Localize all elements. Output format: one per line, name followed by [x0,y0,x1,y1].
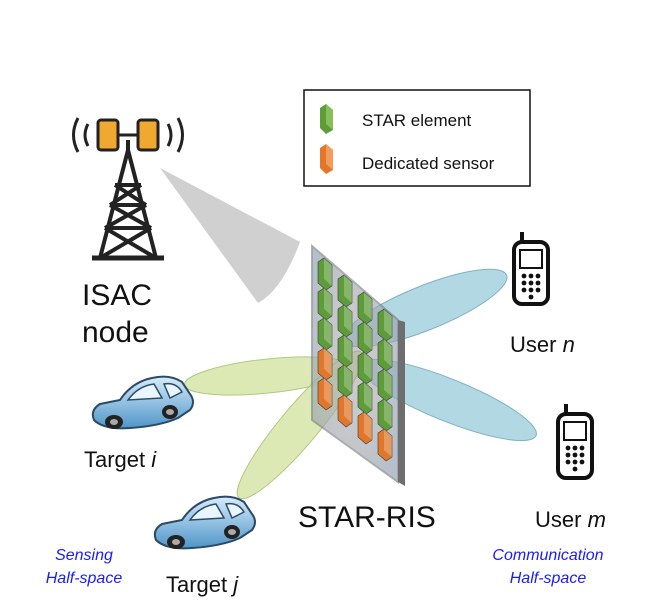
star-element [377,338,393,372]
star-element [377,308,393,342]
sensing-half-space-line2: Half-space [46,570,123,587]
legend-sensor-label: Dedicated sensor [362,154,495,173]
star-element [337,274,353,308]
star-ris-label: STAR-RIS [298,501,436,534]
star-element [377,368,393,402]
star-element [357,291,373,325]
star-element [317,257,333,291]
legend: STAR element Dedicated sensor [303,89,531,187]
legend-star-element-swatch [320,104,333,134]
phone-icon [556,404,594,480]
comm-half-space-line1: Communication [492,547,603,564]
legend-star-element-label: STAR element [362,111,472,130]
star-element [337,334,353,368]
sensing-half-space-line1: Sensing [55,547,113,564]
star-element [357,381,373,415]
star-ris-panel [311,243,405,486]
incident-beam [160,168,300,303]
star-element [317,317,333,351]
isac-node-label-line1: ISAC [82,279,152,312]
dedicated-sensor [337,394,353,428]
star-element [337,364,353,398]
star-element [337,304,353,338]
car-icon [91,375,194,430]
legend-sensor-swatch [320,144,333,174]
star-element [377,398,393,432]
dedicated-sensor [317,347,333,381]
star-element [317,287,333,321]
isac-node-label-line2: node [82,316,149,349]
car-icon [153,495,256,550]
comm-half-space-line2: Half-space [510,570,587,587]
star-element [357,321,373,355]
phone-icon [512,232,550,306]
dedicated-sensor [377,428,393,462]
star-element [357,351,373,385]
user-m-label: User m [535,507,606,532]
dedicated-sensor [357,411,373,445]
target-i-label: Target i [84,447,157,472]
dedicated-sensor [317,377,333,411]
ris-element-grid [317,257,393,462]
antenna-tower-icon [72,117,184,261]
user-n-label: User n [510,332,575,357]
target-j-label: Target j [166,572,239,597]
